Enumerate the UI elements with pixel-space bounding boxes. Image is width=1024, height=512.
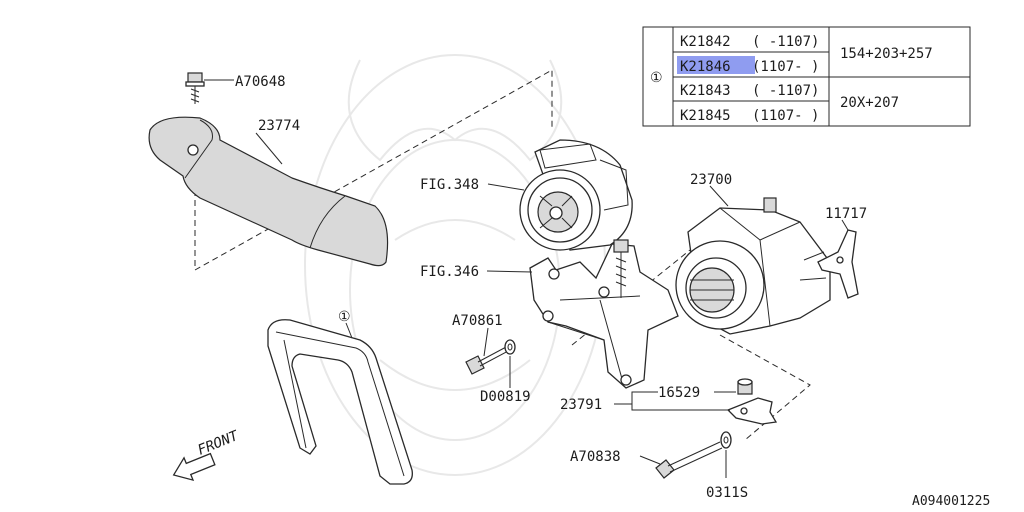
table-row[interactable]: K21845 (1107- ) bbox=[680, 108, 819, 124]
part-number: K21842 bbox=[680, 34, 731, 50]
part-number: K21845 bbox=[680, 108, 731, 124]
label-belt-ref: ① bbox=[338, 309, 351, 325]
front-arrow bbox=[172, 452, 216, 482]
label-fig-346: FIG.346 bbox=[420, 264, 479, 280]
mounting-bracket[interactable] bbox=[529, 239, 679, 389]
label-front: FRONT bbox=[196, 427, 243, 458]
date-range: ( -1107) bbox=[752, 34, 819, 50]
label-23791: 23791 bbox=[560, 397, 602, 413]
table-row-highlighted[interactable]: K21846 (1107- ) bbox=[680, 59, 819, 75]
label-d00819: D00819 bbox=[480, 389, 531, 405]
highlight-cell bbox=[677, 56, 755, 74]
bolt-a70648[interactable] bbox=[185, 72, 205, 104]
assembly-bracket-lines bbox=[614, 391, 730, 411]
parts-table: ① K21842 ( -1107) K21846 (1107- ) K21843… bbox=[642, 26, 971, 127]
date-range: (1107- ) bbox=[752, 59, 819, 75]
v-belt[interactable] bbox=[267, 319, 413, 485]
date-range: ( -1107) bbox=[752, 83, 819, 99]
table-ref: ① bbox=[650, 70, 663, 86]
label-23700: 23700 bbox=[690, 172, 732, 188]
bushing-16529[interactable] bbox=[737, 378, 753, 395]
label-a70838: A70838 bbox=[570, 449, 621, 465]
cover-23774[interactable] bbox=[148, 116, 389, 267]
belt-size-2: 20X+207 bbox=[840, 95, 899, 111]
date-range: (1107- ) bbox=[752, 108, 819, 124]
alternator-23700[interactable] bbox=[675, 197, 831, 335]
label-a70648: A70648 bbox=[235, 74, 286, 90]
washer-d00819[interactable] bbox=[504, 339, 516, 355]
table-row[interactable]: K21843 ( -1107) bbox=[680, 83, 819, 99]
diagram-id: A094001225 bbox=[912, 494, 990, 509]
label-23774: 23774 bbox=[258, 118, 300, 134]
bolt-a70861[interactable] bbox=[465, 345, 511, 375]
part-number: K21846 bbox=[680, 59, 731, 75]
label-16529: 16529 bbox=[658, 385, 700, 401]
adjuster-plate[interactable] bbox=[726, 397, 778, 425]
label-fig-348: FIG.348 bbox=[420, 177, 479, 193]
table-row[interactable]: K21842 ( -1107) bbox=[680, 34, 819, 50]
bolt-a70838[interactable] bbox=[655, 441, 723, 479]
label-0311s: 0311S bbox=[706, 485, 748, 501]
bracket-11717[interactable] bbox=[817, 229, 859, 299]
washer-0311s[interactable] bbox=[720, 431, 732, 449]
label-a70861: A70861 bbox=[452, 313, 503, 329]
part-number: K21843 bbox=[680, 83, 731, 99]
label-11717: 11717 bbox=[825, 206, 867, 222]
power-steering-pump[interactable] bbox=[519, 139, 633, 251]
belt-size-1: 154+203+257 bbox=[840, 46, 933, 62]
